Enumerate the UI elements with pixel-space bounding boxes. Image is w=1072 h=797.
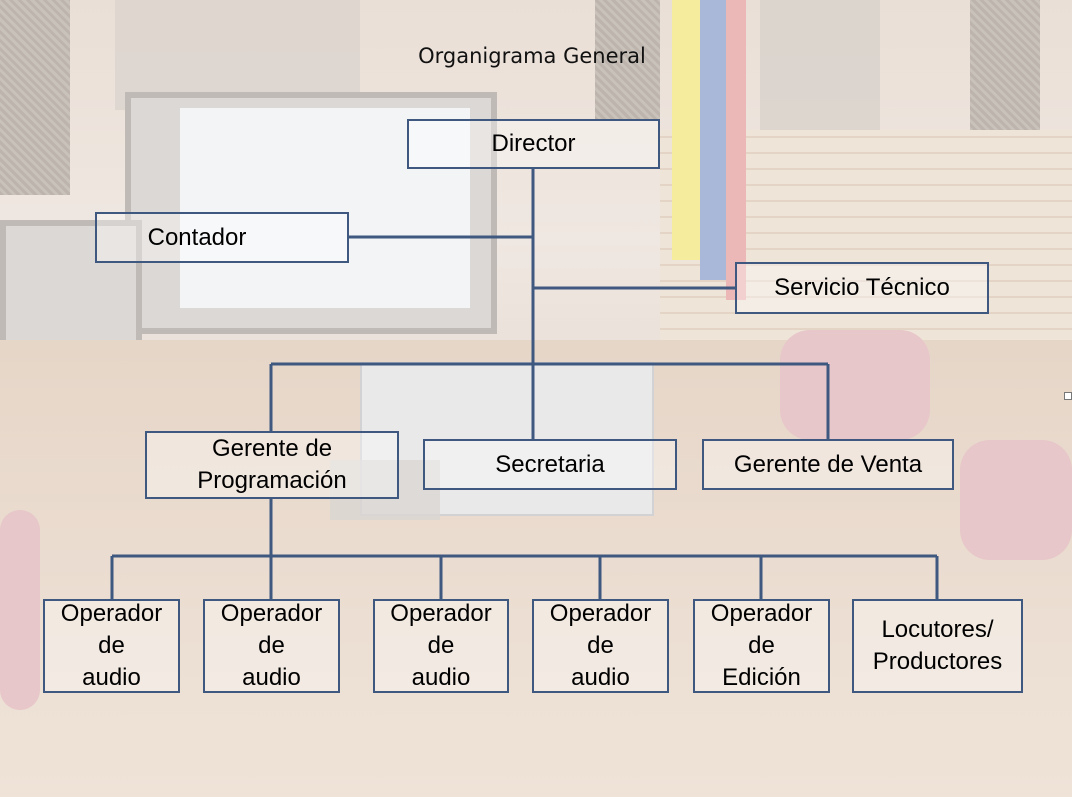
acoustic-panel-left (0, 0, 70, 195)
node-servicio-tecnico: Servicio Técnico (735, 262, 989, 314)
node-operador-audio-3: Operador de audio (373, 599, 509, 693)
acoustic-panel-right (970, 0, 1040, 135)
chair-left (0, 510, 40, 710)
flag-red (726, 0, 746, 300)
flag-blue (700, 0, 728, 280)
node-director: Director (407, 119, 660, 169)
chart-title: Organigrama General (418, 44, 646, 68)
window-frame (115, 0, 360, 110)
monitor-main-screen (180, 108, 470, 308)
chair-right (780, 330, 930, 440)
node-operador-edicion: Operador de Edición (693, 599, 830, 693)
node-secretaria: Secretaria (423, 439, 677, 490)
node-locutores-productores: Locutores/ Productores (852, 599, 1023, 693)
chair-far-right (960, 440, 1072, 560)
node-contador: Contador (95, 212, 349, 263)
acoustic-panel-center (595, 0, 660, 120)
resize-handle[interactable] (1064, 392, 1072, 400)
flag-yellow (672, 0, 702, 260)
node-operador-audio-1: Operador de audio (43, 599, 180, 693)
keyboard (330, 460, 440, 520)
node-gerente-programacion: Gerente de Programación (145, 431, 399, 499)
node-operador-audio-2: Operador de audio (203, 599, 340, 693)
node-operador-audio-4: Operador de audio (532, 599, 669, 693)
node-gerente-venta: Gerente de Venta (702, 439, 954, 490)
